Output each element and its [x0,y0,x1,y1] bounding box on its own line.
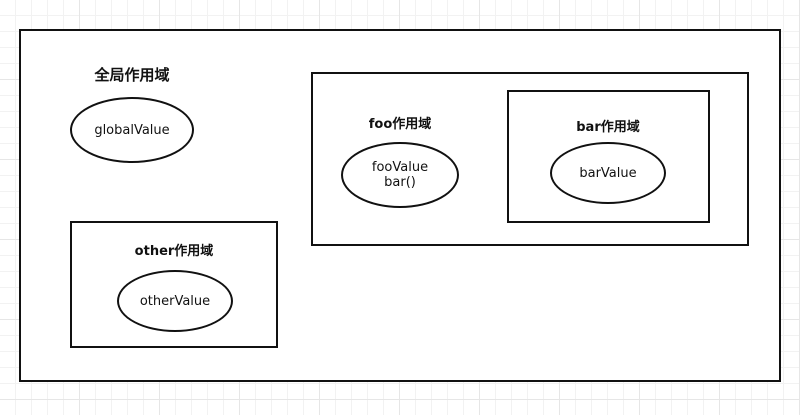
foo-value-label: fooValue [371,160,429,175]
other-value-label: otherValue [139,293,211,309]
other-value-node: otherValue [117,270,233,332]
global-value-node: globalValue [70,97,194,163]
global-scope-title: 全局作用域 [94,66,170,84]
bar-value-node: barValue [550,142,666,204]
foo-value-node: fooValue bar() [341,142,459,208]
bar-call-label: bar() [384,175,416,190]
bar-scope-title: bar作用域 [576,120,640,135]
bar-value-label: barValue [579,165,637,181]
global-value-label: globalValue [94,122,170,138]
other-scope-title: other作用域 [134,244,214,259]
foo-scope-title: foo作用域 [368,117,432,132]
